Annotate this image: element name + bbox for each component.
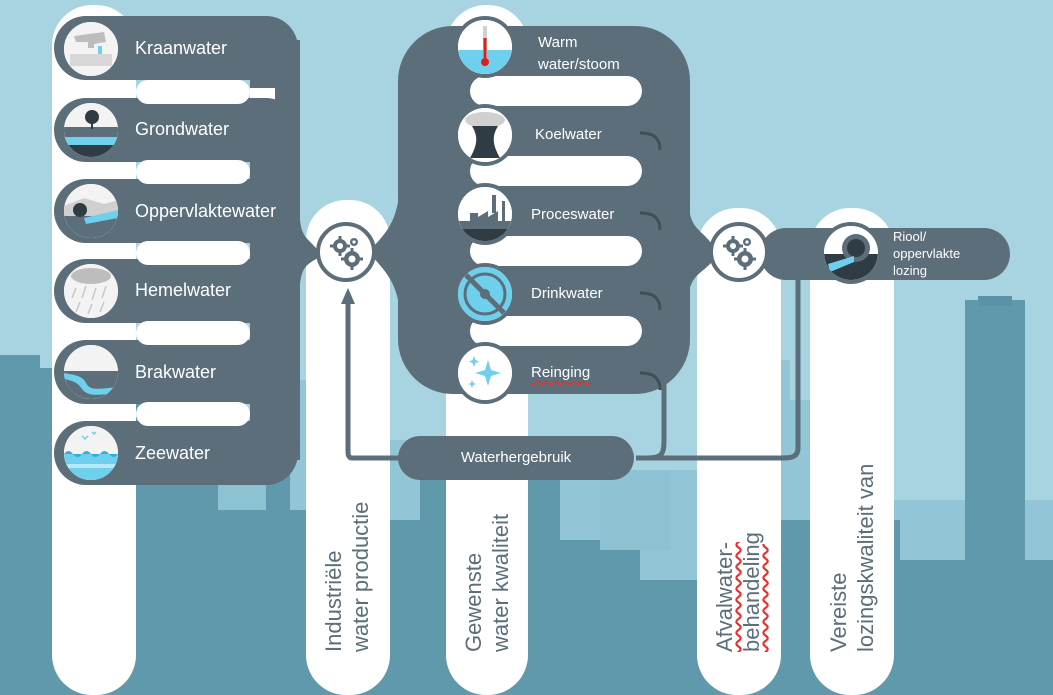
quality-label-warm-water-text: Warm water/stoom	[538, 34, 620, 73]
quality-label-drinkwater: Drinkwater	[531, 285, 603, 302]
sparkle-icon	[454, 342, 516, 404]
gap	[136, 402, 250, 426]
column-title-waterbronnen-text: Waterbronnen	[81, 523, 106, 662]
column-title-industriele: Industriële water productie	[320, 502, 374, 652]
gears-icon-treatment	[709, 222, 769, 282]
sea-waves-icon	[60, 422, 122, 484]
column-title-industriele-line1: Industriële	[321, 550, 346, 652]
column-title-vereiste-line1: Vereiste	[826, 572, 851, 653]
column-title-waterbronnen: Waterbronnen	[80, 523, 107, 662]
quality-label-koelwater: Koelwater	[535, 126, 602, 143]
column-title-gewenste-line2: water kwaliteit	[488, 513, 513, 652]
discharge-label: Riool/ oppervlakte lozing	[893, 229, 961, 278]
outfall-pipe-icon	[820, 222, 882, 284]
source-label-zeewater: Zeewater	[135, 443, 211, 463]
column-title-gewenste-line1: Gewenste	[461, 552, 486, 652]
column-vereiste-lozingskwaliteit	[810, 208, 894, 695]
groundwater-icon	[60, 99, 122, 161]
source-label-hemelwater: Hemelwater	[135, 280, 232, 300]
tap-icon	[60, 18, 122, 80]
brackish-river-icon	[60, 341, 122, 403]
reuse-pill: Waterhergebruik	[398, 436, 634, 480]
column-title-afvalwater-line1: Afvalwater-	[712, 541, 737, 652]
column-title-industriele-line2: water productie	[348, 501, 373, 652]
source-label-kraanwater: Kraanwater	[135, 38, 228, 58]
surface-water-icon	[60, 180, 122, 242]
gap	[136, 80, 250, 104]
column-title-gewenste: Gewenste water kwaliteit	[460, 514, 514, 652]
source-label-brakwater: Brakwater	[135, 362, 217, 382]
drinking-water-icon	[454, 263, 516, 325]
quality-label-proceswater: Proceswater	[531, 206, 615, 223]
source-label-oppervlaktewater: Oppervlaktewater	[135, 201, 277, 221]
gap	[136, 160, 250, 184]
column-title-vereiste-line2: lozingskwaliteit van	[853, 463, 878, 652]
column-afvalwaterbehandeling	[697, 208, 781, 695]
thermometer-icon	[454, 16, 516, 78]
factory-icon	[454, 183, 516, 245]
reuse-label: Waterhergebruik	[460, 449, 572, 466]
cooling-tower-icon	[454, 104, 516, 166]
gears-icon-production	[316, 222, 376, 282]
gap	[136, 321, 250, 345]
quality-label-warm-water: Warm water/stoom	[538, 32, 648, 76]
gap	[470, 76, 642, 106]
column-title-vereiste: Vereiste lozingskwaliteit van	[825, 464, 879, 652]
rain-cloud-icon	[60, 260, 122, 322]
gap	[136, 241, 250, 265]
column-title-afvalwater-line2: behandeling	[739, 532, 764, 652]
column-title-afvalwater: Afvalwater- behandeling	[711, 532, 765, 652]
source-label-grondwater: Grondwater	[135, 119, 230, 139]
quality-label-reinging: Reinging	[531, 364, 591, 381]
